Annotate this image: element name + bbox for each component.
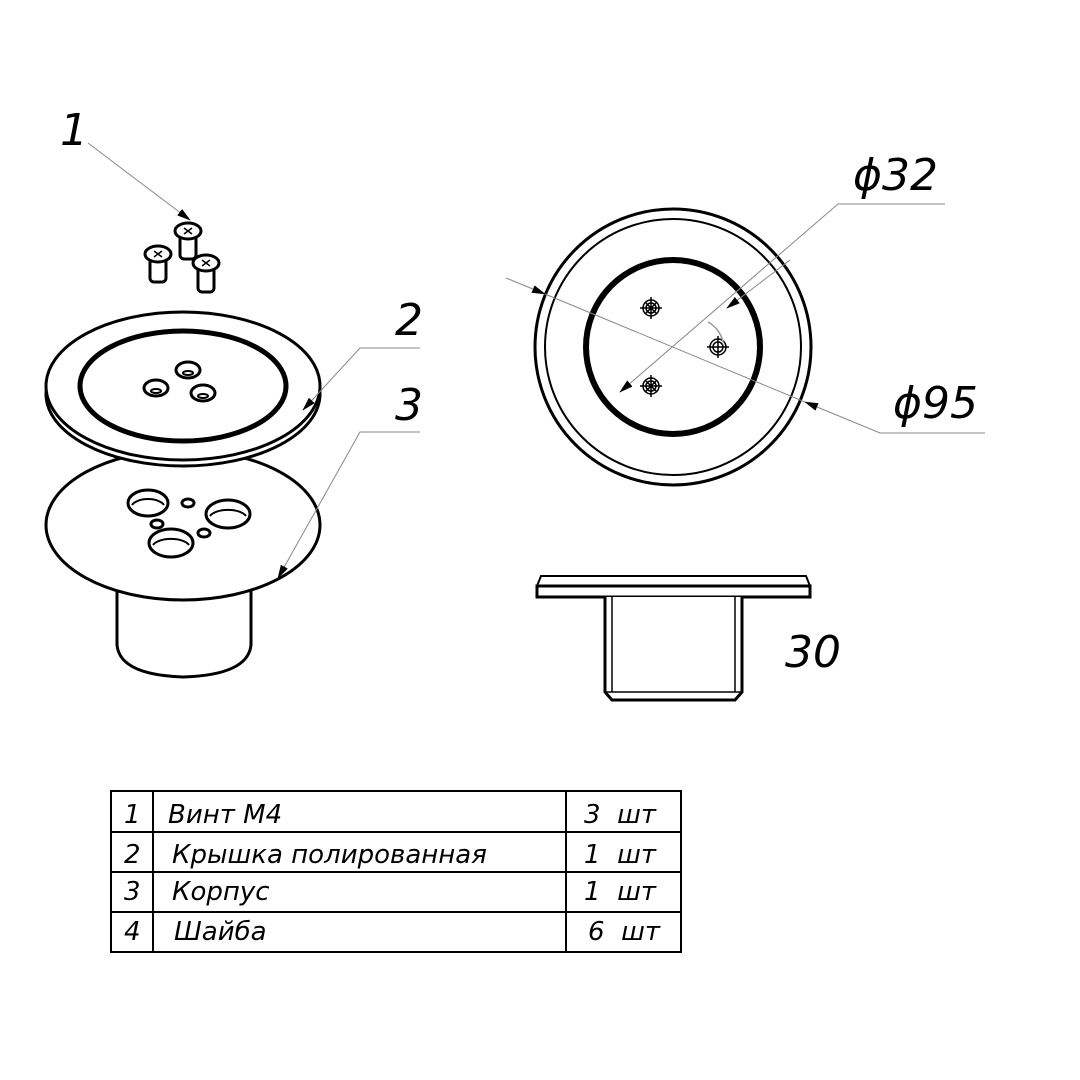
row-quantity: 6 шт — [588, 917, 661, 947]
hole-marks — [640, 297, 729, 397]
row-quantity: 3 шт — [584, 800, 657, 830]
screws — [143, 221, 221, 294]
callout-3: 3 — [395, 380, 423, 431]
row-name: Винт М4 — [168, 800, 282, 830]
table-row: 3 Корпус 1 шт — [124, 877, 657, 907]
row-position: 4 — [124, 917, 141, 947]
dimension-height-30: 30 — [785, 627, 841, 678]
parts-table: 1 Винт М4 3 шт 2 Крышка полированная 1 ш… — [110, 790, 682, 953]
callout-2: 2 — [395, 295, 423, 346]
isometric-view — [44, 142, 420, 679]
body-part-3 — [44, 448, 322, 679]
screw — [143, 244, 173, 284]
table-row: 1 Винт М4 3 шт — [124, 800, 657, 830]
dimension-diameter-32: ϕ32 — [853, 150, 938, 201]
cover-part-2 — [44, 310, 322, 468]
table-row: 2 Крышка полированная 1 шт — [124, 840, 657, 870]
row-position: 1 — [124, 800, 141, 830]
dimension-lines — [505, 203, 985, 434]
row-quantity: 1 шт — [584, 877, 657, 907]
side-view — [535, 575, 812, 702]
row-position: 2 — [124, 840, 141, 870]
row-name: Корпус — [172, 877, 270, 907]
row-name: Шайба — [174, 917, 267, 947]
callout-1: 1 — [60, 105, 88, 156]
row-name: Крышка полированная — [172, 840, 487, 870]
leader-lines — [87, 142, 420, 579]
top-view — [505, 203, 985, 487]
row-quantity: 1 шт — [584, 840, 657, 870]
screw — [191, 253, 221, 294]
row-position: 3 — [124, 877, 141, 907]
dimension-diameter-95: ϕ95 — [893, 378, 978, 429]
screw — [173, 221, 203, 261]
table-row: 4 Шайба 6 шт — [124, 917, 661, 947]
